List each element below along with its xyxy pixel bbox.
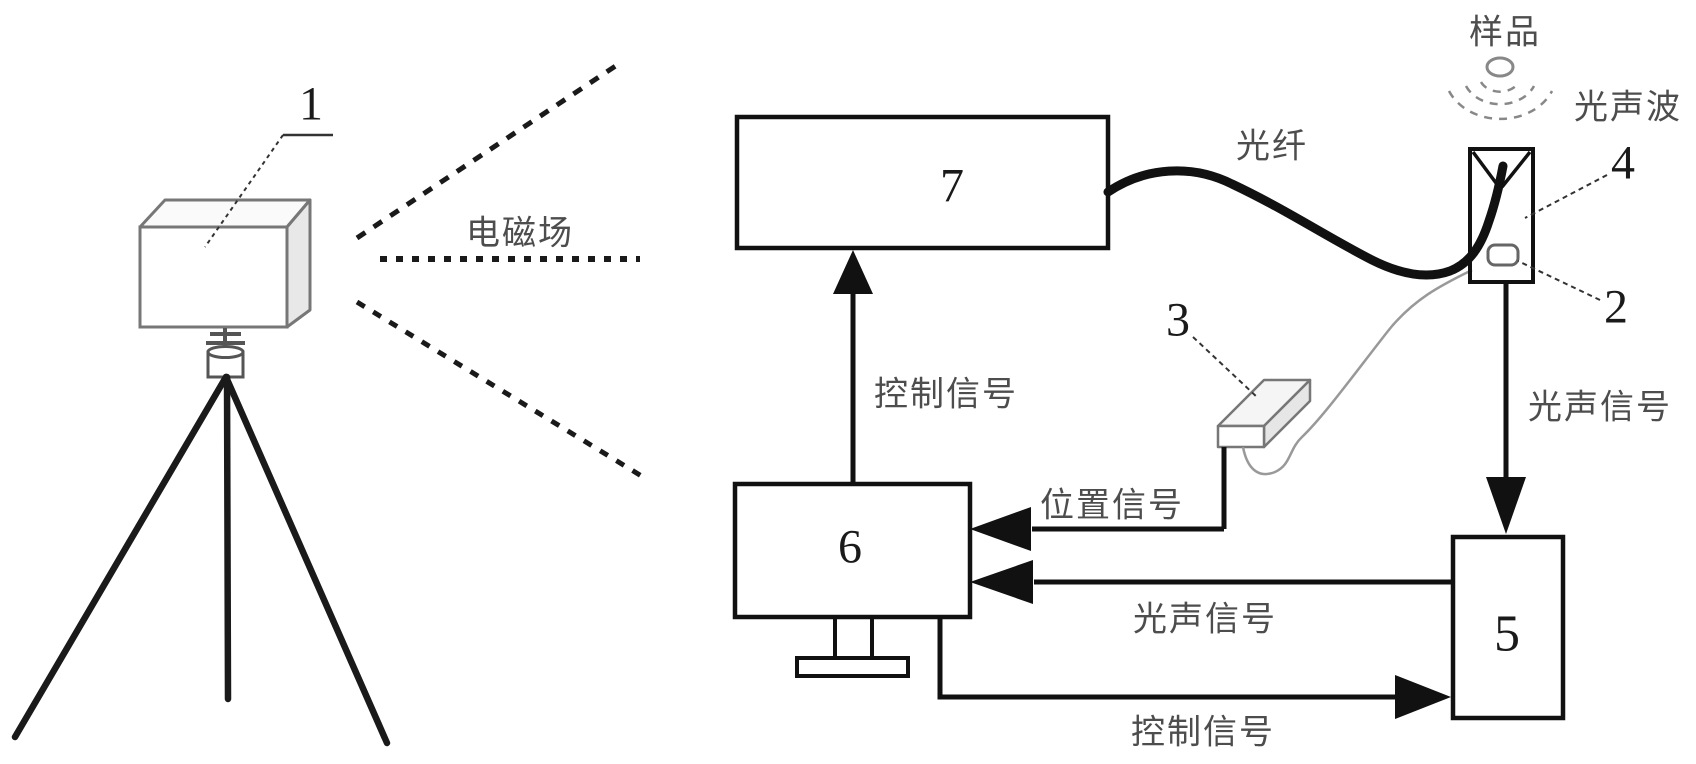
label-optical-fiber: 光纤 xyxy=(1236,127,1308,166)
sensor-front-face xyxy=(1216,424,1266,449)
box-5 xyxy=(1450,534,1566,721)
arrow-pa-to-5 xyxy=(1486,282,1526,534)
sample-and-waves xyxy=(1447,56,1554,121)
arrow-control-to-7 xyxy=(833,250,873,484)
label-photoacoustic-signal-right: 光声信号 xyxy=(1528,388,1672,427)
box-4 xyxy=(1468,147,1535,284)
sample-dot xyxy=(1485,56,1515,78)
tripod-legs xyxy=(11,373,391,747)
probe-holder-4 xyxy=(1468,147,1535,284)
leader-line-3 xyxy=(1192,336,1259,399)
label-photoacoustic-wave: 光声波 xyxy=(1574,88,1682,127)
sensor-cable xyxy=(1241,268,1473,476)
leader-line-1 xyxy=(204,133,333,248)
leader-line-2 xyxy=(1517,260,1601,301)
em-ray-lower xyxy=(355,299,650,483)
microphone-2 xyxy=(1486,243,1520,267)
em-ray-upper xyxy=(355,60,622,241)
component-number-2: 2 xyxy=(1604,280,1628,334)
label-sample: 样品 xyxy=(1469,13,1541,52)
label-photoacoustic-signal-mid: 光声信号 xyxy=(1133,600,1277,639)
device-top-face xyxy=(138,198,312,229)
component-number-5: 5 xyxy=(1494,605,1520,663)
box-6 xyxy=(732,481,973,620)
leader-line-4 xyxy=(1524,174,1608,219)
leader-lines xyxy=(1192,174,1608,399)
component-number-3: 3 xyxy=(1166,293,1190,347)
optical-fiber-cable xyxy=(1103,161,1508,280)
component-number-6: 6 xyxy=(838,520,862,574)
label-position-signal: 位置信号 xyxy=(1040,486,1184,525)
label-electromagnetic-field: 电磁场 xyxy=(466,214,574,253)
label-control-signal-bottom: 控制信号 xyxy=(1131,713,1275,752)
device-front-face xyxy=(138,225,289,329)
arrow-control-to-5 xyxy=(937,617,1451,719)
component-number-4: 4 xyxy=(1611,136,1635,190)
monitor-base xyxy=(795,656,910,678)
emitter-device xyxy=(11,198,391,747)
arrow-position-to-6 xyxy=(970,447,1227,551)
em-field-rays xyxy=(355,60,650,483)
box-7 xyxy=(734,114,1111,251)
component-number-7: 7 xyxy=(940,159,964,213)
label-control-signal-top: 控制信号 xyxy=(874,375,1018,414)
component-number-1: 1 xyxy=(299,77,323,131)
position-sensor-3 xyxy=(1216,378,1312,449)
photoacoustic-wave-arcs xyxy=(1447,81,1554,121)
arrow-pa-to-6 xyxy=(970,560,1453,604)
box-6-monitor xyxy=(732,481,973,678)
tripod-head-cylinder xyxy=(206,345,245,379)
